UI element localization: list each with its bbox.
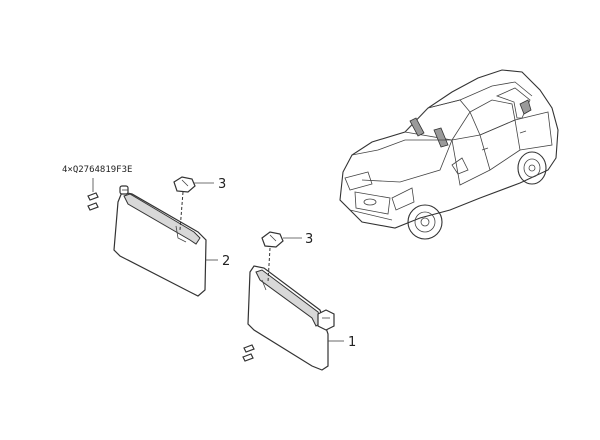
vehicle-illustration: [339, 69, 559, 240]
bolt-part-label: 4×Q2764819F3E: [62, 165, 132, 175]
callout-visor-left: 2: [222, 254, 230, 269]
sun-visor-right: [247, 265, 335, 371]
callout-clip-right: 3: [305, 232, 313, 247]
visor-clip-right: [261, 231, 284, 248]
visor-clip-left: [173, 176, 196, 193]
assembly-line-left: [179, 191, 184, 231]
mounting-bolts-left: [87, 192, 99, 211]
callout-clip-left: 3: [218, 177, 226, 192]
callout-visor-right: 1: [348, 335, 356, 350]
assembly-line-right: [267, 247, 271, 283]
mounting-bolts-right: [242, 344, 255, 362]
sun-visor-left: [113, 185, 207, 297]
